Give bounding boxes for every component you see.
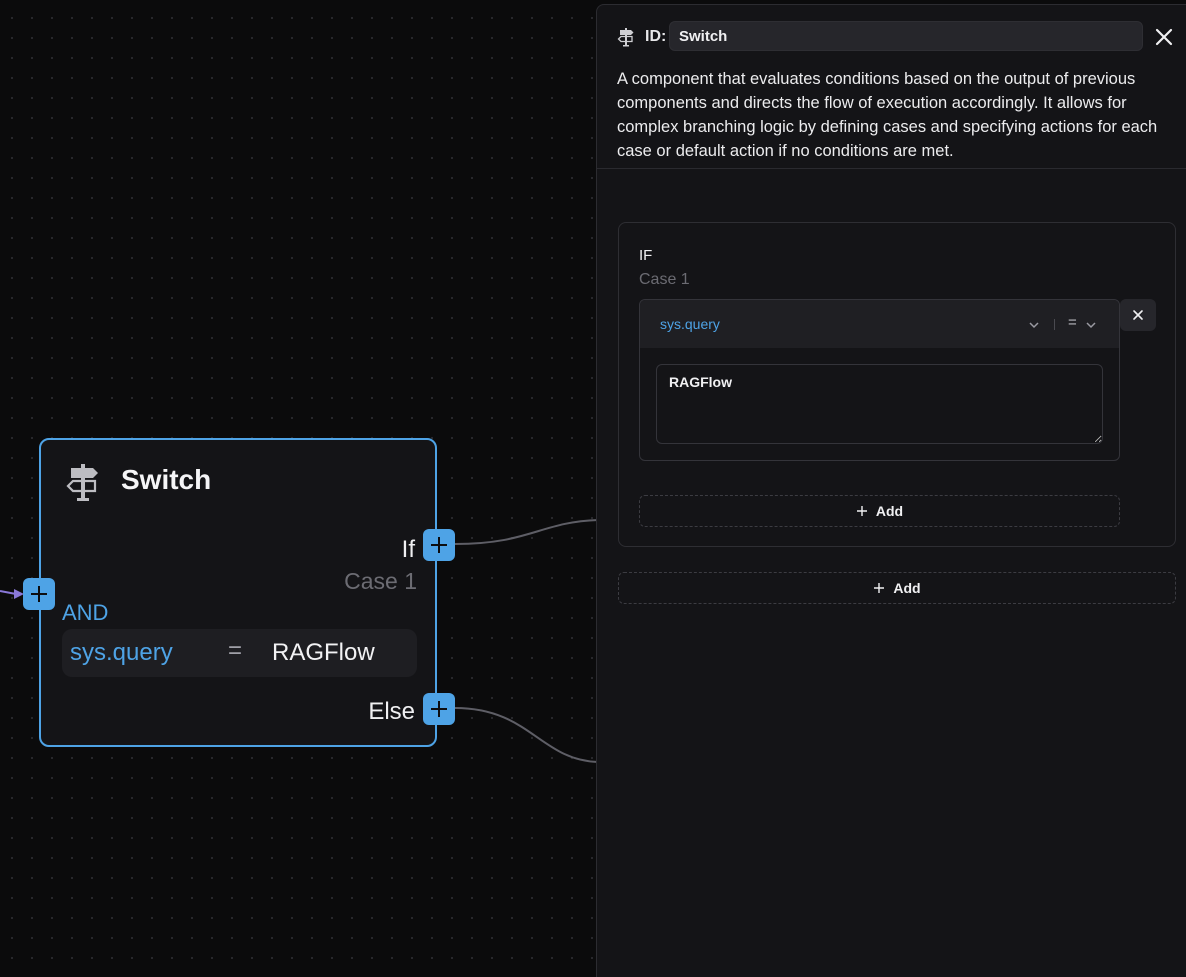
chevron-down-icon[interactable] bbox=[1028, 319, 1040, 331]
condition-editor: sys.query = RAGFlow bbox=[639, 299, 1120, 461]
condition-operator: = bbox=[228, 637, 243, 664]
input-handle[interactable] bbox=[23, 578, 55, 610]
add-condition-label: Add bbox=[875, 503, 904, 519]
condition-row: sys.query = RAGFlow bbox=[62, 629, 417, 677]
divider bbox=[597, 168, 1186, 169]
else-output-handle[interactable] bbox=[423, 693, 455, 725]
condition-variable: sys.query bbox=[70, 639, 173, 666]
chevron-down-icon[interactable] bbox=[1085, 319, 1097, 331]
edge-incoming bbox=[0, 590, 17, 595]
edge-incoming-arrow bbox=[14, 589, 24, 599]
plus-icon bbox=[874, 583, 885, 593]
edge-if bbox=[454, 519, 599, 545]
logic-operator-label: AND bbox=[62, 600, 109, 625]
id-input[interactable] bbox=[669, 21, 1143, 51]
variable-select[interactable]: sys.query bbox=[660, 316, 720, 332]
condition-value: RAGFlow bbox=[272, 639, 375, 666]
plus-icon bbox=[31, 586, 47, 602]
remove-condition-button[interactable] bbox=[1120, 299, 1156, 331]
add-case-button[interactable]: Add bbox=[618, 572, 1176, 604]
edge-else bbox=[454, 707, 599, 763]
add-case-label: Add bbox=[893, 580, 921, 596]
condition-value-input[interactable]: RAGFlow bbox=[656, 364, 1103, 444]
plus-icon bbox=[431, 701, 447, 717]
component-description: A component that evaluates conditions ba… bbox=[617, 70, 1158, 160]
close-icon[interactable] bbox=[1153, 26, 1175, 48]
if-output-handle[interactable] bbox=[423, 529, 455, 561]
else-output-label: Else bbox=[368, 698, 415, 725]
signpost-icon bbox=[66, 464, 98, 501]
add-condition-button[interactable]: Add bbox=[639, 495, 1120, 527]
signpost-icon bbox=[617, 28, 634, 47]
x-icon bbox=[1133, 310, 1143, 320]
select-separator bbox=[1054, 319, 1055, 330]
node-title: Switch bbox=[121, 464, 212, 495]
if-output-label: If bbox=[401, 536, 415, 563]
case-name: Case 1 bbox=[639, 271, 690, 288]
case-if-label: IF bbox=[639, 247, 653, 264]
switch-node[interactable]: Switch If Case 1 AND sys.query = RAGFlow… bbox=[39, 438, 437, 747]
case-label: Case 1 bbox=[344, 568, 417, 594]
operator-select[interactable]: = bbox=[1068, 314, 1077, 331]
condition-editor-header: sys.query = bbox=[640, 300, 1119, 348]
plus-icon bbox=[431, 537, 447, 553]
id-label: ID: bbox=[645, 28, 667, 45]
properties-panel: ID: A component that evaluates condition… bbox=[596, 4, 1186, 977]
case-card: IF Case 1 sys.query = RAGFlow bbox=[618, 222, 1176, 547]
plus-icon bbox=[856, 506, 867, 516]
